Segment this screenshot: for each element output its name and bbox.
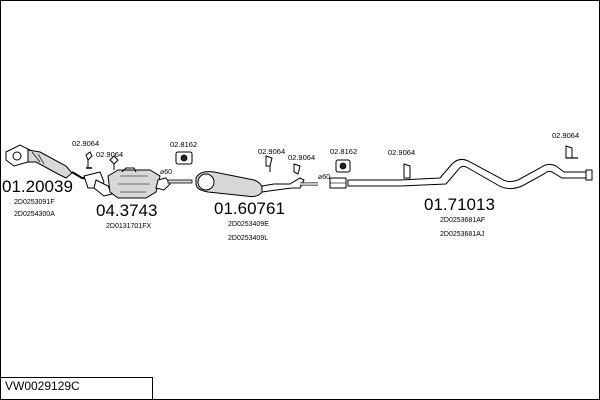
silencer-end-icon bbox=[197, 173, 215, 191]
accessory-label: 02.9064 bbox=[388, 148, 415, 157]
part-number-label: 01.71013 bbox=[424, 195, 495, 214]
rear-pipe-part[interactable] bbox=[347, 158, 593, 190]
accessory-label: 02.9064 bbox=[552, 131, 579, 140]
hanger-icon[interactable] bbox=[565, 145, 578, 159]
front-pipe-body bbox=[27, 149, 73, 179]
rubber-mount-icon[interactable] bbox=[175, 151, 193, 165]
diameter-label: ⌀60 bbox=[318, 174, 330, 181]
hanger-icon[interactable] bbox=[293, 163, 301, 175]
front-pipe-part[interactable] bbox=[5, 144, 97, 181]
part-number-label: 01.20039 bbox=[2, 177, 73, 196]
accessory-label: 02.8162 bbox=[170, 140, 197, 149]
accessory-label: 02.8162 bbox=[330, 147, 357, 156]
accessory-label: 02.9064 bbox=[96, 150, 123, 159]
oe-number-label: 2D0253409E bbox=[228, 221, 269, 228]
diameter-label: ⌀60 bbox=[160, 169, 172, 176]
hanger-icon[interactable] bbox=[403, 163, 411, 179]
oe-number-label: 2D0253409L bbox=[228, 235, 268, 242]
oe-number-label: 2D0254300A bbox=[14, 211, 55, 218]
clamp-assembly[interactable] bbox=[329, 177, 347, 189]
part-number-label: 04.3743 bbox=[96, 201, 157, 220]
accessory-label: 02.9064 bbox=[288, 153, 315, 162]
rear-pipe-body bbox=[347, 158, 589, 190]
part-number-label: 01.60761 bbox=[214, 199, 285, 218]
oe-number-label: 2D0253681AF bbox=[440, 217, 485, 224]
oe-number-label: 2D0253091F bbox=[14, 199, 54, 206]
middle-silencer-part[interactable] bbox=[167, 171, 318, 197]
flange-hole-icon bbox=[12, 151, 22, 161]
hanger-icon[interactable] bbox=[109, 155, 119, 170]
rubber-mount-icon[interactable] bbox=[335, 159, 351, 173]
oe-number-label: 2D0131701FX bbox=[106, 223, 151, 230]
accessory-label: 02.9064 bbox=[258, 147, 285, 156]
hanger-icon[interactable] bbox=[265, 155, 273, 172]
system-code-label: VW0029129C bbox=[5, 379, 80, 393]
hanger-icon[interactable] bbox=[85, 151, 93, 169]
accessory-label: 02.9064 bbox=[72, 139, 99, 148]
oe-number-label: 2D0253681AJ bbox=[440, 231, 484, 238]
catalytic-converter-part[interactable] bbox=[83, 167, 171, 199]
system-code-box bbox=[0, 377, 153, 400]
